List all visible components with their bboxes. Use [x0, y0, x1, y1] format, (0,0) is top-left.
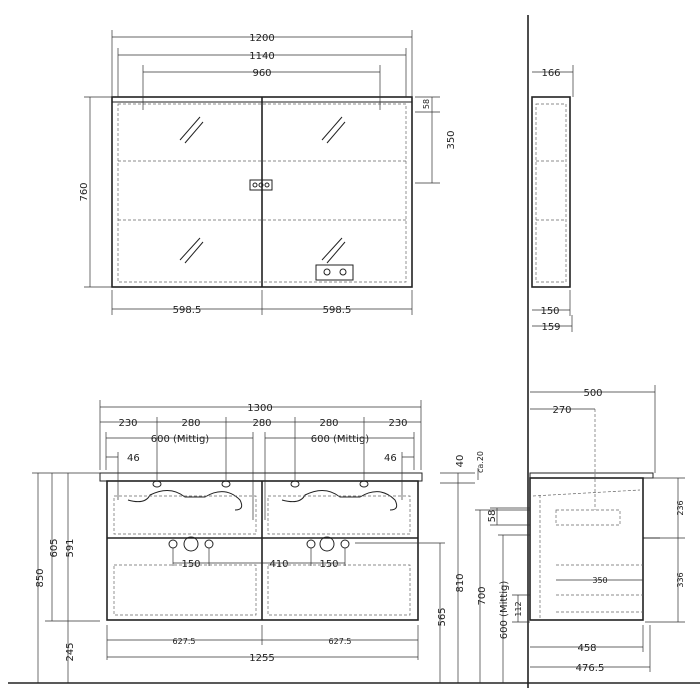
dim-40: 40 [455, 455, 466, 468]
dim-960: 960 [252, 68, 271, 79]
dim-458: 458 [577, 643, 596, 654]
dim-58: 58 [422, 99, 431, 109]
dim-600-mittig-left: 600 (Mittig) [151, 434, 210, 445]
vanity-front: 1300 230 280 280 280 230 600 (Mittig) 60… [8, 400, 700, 684]
dim-245: 245 [65, 642, 76, 661]
dim-598-left: 598.5 [173, 305, 202, 316]
dim-500: 500 [583, 388, 602, 399]
dim-410: 410 [269, 559, 288, 570]
dim-700: 700 [477, 586, 488, 605]
dim-1255: 1255 [249, 653, 274, 664]
switch-icon [249, 179, 273, 191]
dim-112: 112 [514, 601, 523, 616]
dim-605: 605 [49, 538, 60, 557]
dim-ca20: ca.20 [476, 451, 485, 473]
dim-1200: 1200 [249, 33, 274, 44]
dim-236: 236 [676, 500, 685, 515]
dim-810: 810 [455, 573, 466, 592]
socket-icon [315, 264, 354, 281]
mirror-cabinet-front: 1200 1140 960 598.5 598.5 760 58 350 [79, 30, 457, 316]
tap-holes [152, 480, 369, 488]
dim-600-mittig-side: 600 (Mittig) [499, 581, 510, 640]
dim-760: 760 [79, 182, 90, 201]
dim-46-left: 46 [127, 453, 140, 464]
dim-46-right: 46 [384, 453, 397, 464]
dim-1140: 1140 [249, 51, 274, 62]
dim-58-side: 58 [487, 510, 498, 523]
dim-1300: 1300 [247, 403, 272, 414]
dim-336: 336 [676, 572, 685, 587]
dim-150: 150 [540, 306, 559, 317]
dim-159: 159 [541, 322, 560, 333]
dim-280-1: 280 [181, 418, 200, 429]
dim-350-side: 350 [592, 576, 607, 585]
dim-598-right: 598.5 [323, 305, 352, 316]
dim-565: 565 [437, 607, 448, 626]
dim-270: 270 [552, 405, 571, 416]
dim-280-2: 280 [252, 418, 271, 429]
dim-591: 591 [65, 538, 76, 557]
dim-166: 166 [541, 68, 560, 79]
dim-476-5: 476.5 [576, 663, 605, 674]
dim-150-right: 150 [319, 559, 338, 570]
pipe-connections [168, 536, 350, 552]
vanity-side: 500 270 ca.20 58 700 600 (Mittig) 112 23… [475, 385, 685, 683]
dim-150-left: 150 [181, 559, 200, 570]
dim-230-right: 230 [388, 418, 407, 429]
mirror-cabinet-side: 166 150 159 [531, 65, 574, 333]
dim-850: 850 [35, 568, 46, 587]
dim-627-left: 627.5 [173, 637, 196, 646]
dim-280-3: 280 [319, 418, 338, 429]
dim-230-left: 230 [118, 418, 137, 429]
dim-627-right: 627.5 [329, 637, 352, 646]
dim-600-mittig-right: 600 (Mittig) [311, 434, 370, 445]
dim-350: 350 [446, 130, 457, 149]
